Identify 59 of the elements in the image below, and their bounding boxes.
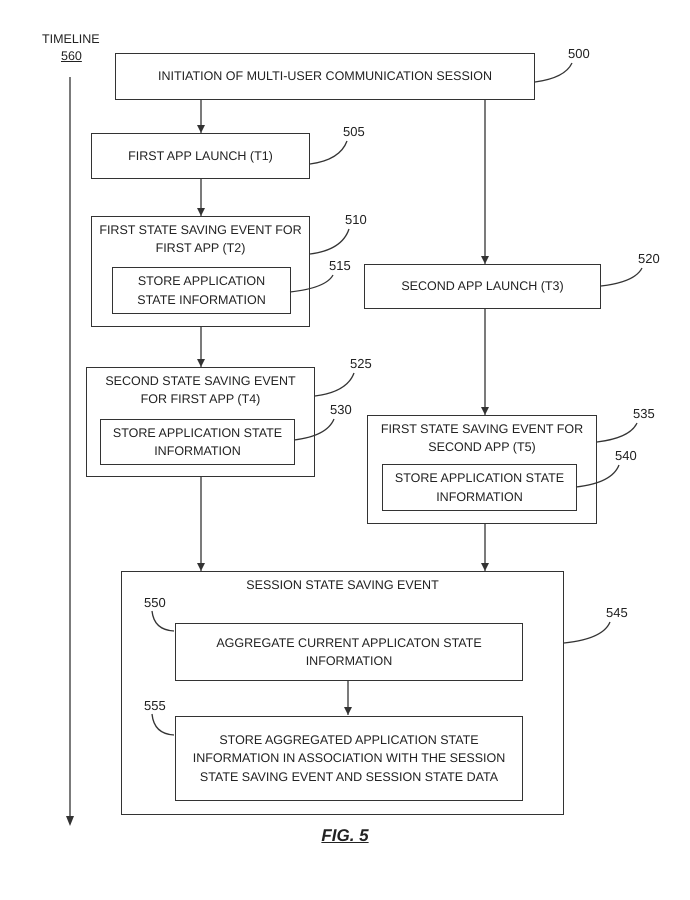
leader-line bbox=[310, 140, 348, 165]
figure-caption: FIG. 5 bbox=[321, 826, 369, 846]
callout-number: 545 bbox=[606, 605, 628, 621]
callout-number: 525 bbox=[350, 356, 372, 372]
process-box bbox=[91, 216, 310, 327]
process-box bbox=[86, 367, 315, 477]
box-text: FIRST STATE SAVING EVENT FOR FIRST APP (T2) bbox=[98, 222, 303, 258]
callout-number: 555 bbox=[144, 698, 166, 714]
process-box bbox=[382, 464, 577, 511]
process-box bbox=[175, 716, 523, 801]
arrow bbox=[481, 309, 489, 415]
arrow bbox=[481, 100, 489, 264]
process-box bbox=[115, 53, 535, 100]
process-box bbox=[112, 267, 291, 314]
callout-number: 505 bbox=[343, 124, 365, 140]
process-box bbox=[364, 264, 601, 309]
callout-number: 530 bbox=[330, 402, 352, 418]
leader-line bbox=[151, 610, 174, 632]
process-box bbox=[175, 623, 523, 681]
box-text: FIRST APP LAUNCH (T1) bbox=[128, 148, 273, 165]
arrow bbox=[481, 524, 489, 571]
callout-number: 550 bbox=[144, 595, 166, 611]
leader-line bbox=[600, 268, 643, 287]
callout-number: 540 bbox=[615, 448, 637, 464]
leader-line bbox=[534, 62, 573, 83]
box-text: INITIATION OF MULTI-USER COMMUNICATION SESSION bbox=[158, 68, 492, 86]
leader-line bbox=[290, 274, 334, 293]
box-text: FIRST STATE SAVING EVENT FOR SECOND APP (T5) bbox=[380, 421, 584, 456]
leader-line bbox=[576, 464, 620, 488]
box-text: STORE APPLICATION STATE INFORMATION bbox=[136, 273, 267, 308]
callout-number: 500 bbox=[568, 46, 590, 62]
arrow bbox=[197, 100, 205, 133]
box-text: STORE APPLICATION STATE INFORMATION bbox=[394, 470, 566, 506]
box-text: SECOND APP LAUNCH (T3) bbox=[401, 278, 564, 296]
box-text: SECOND STATE SAVING EVENT FOR FIRST APP (T4) bbox=[104, 373, 297, 408]
process-box bbox=[91, 133, 310, 179]
process-box bbox=[367, 415, 597, 524]
arrow bbox=[197, 477, 205, 571]
callout-number: 510 bbox=[345, 212, 367, 228]
leader-line bbox=[151, 714, 174, 736]
callout-number: 520 bbox=[638, 251, 660, 267]
leader-line bbox=[294, 418, 335, 441]
arrow bbox=[197, 179, 205, 216]
leader-line bbox=[564, 622, 611, 644]
reference-number: 560 bbox=[61, 49, 82, 63]
box-text: STORE AGGREGATED APPLICATION STATE INFORMATION IN ASSOCIATION WITH THE SESSION STATE SAVING EVENT AND SESSION STATE DATA bbox=[192, 732, 506, 786]
callout-number: 535 bbox=[633, 406, 655, 422]
box-text: SESSION STATE SAVING EVENT bbox=[246, 577, 439, 594]
leader-line bbox=[310, 228, 350, 255]
box-text: STORE APPLICATION STATE INFORMATION bbox=[112, 424, 284, 460]
callout-number: 515 bbox=[329, 258, 351, 274]
arrow bbox=[197, 327, 205, 367]
timeline-label: TIMELINE bbox=[42, 32, 100, 46]
process-box bbox=[121, 571, 564, 815]
box-text: AGGREGATE CURRENT APPLICATON STATE INFORMATION bbox=[215, 634, 483, 670]
leader-line bbox=[314, 372, 355, 397]
leader-line bbox=[596, 422, 638, 443]
arrow bbox=[344, 680, 352, 715]
process-box bbox=[100, 419, 295, 465]
